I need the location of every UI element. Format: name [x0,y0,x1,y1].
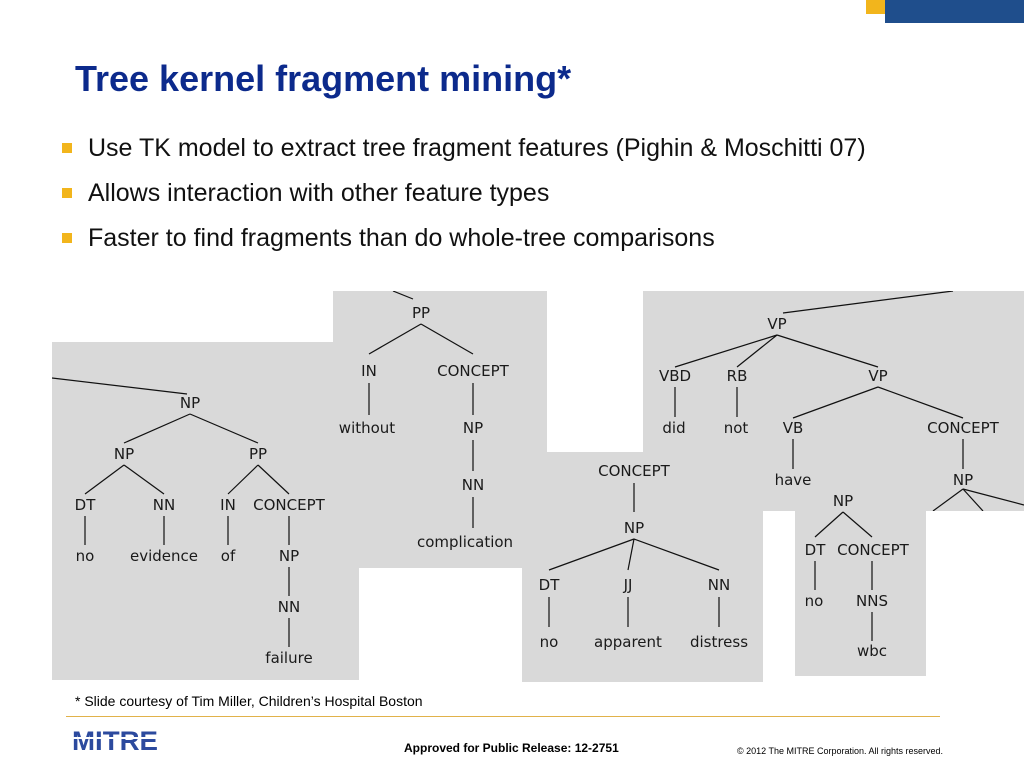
bullet-item: Allows interaction with other feature ty… [60,178,940,208]
bullet-square-icon [62,233,72,243]
node-nns: NNS [856,592,888,610]
node-np: NP [624,519,644,537]
bullet-text: Use TK model to extract tree fragment fe… [88,134,866,162]
node-nn: NN [708,576,730,594]
node-nn-inner: NN [278,598,300,616]
copyright-notice: © 2012 The MITRE Corporation. All rights… [737,746,944,756]
node-dt: DT [805,541,827,559]
word-wbc: wbc [857,642,887,660]
node-np: NP [833,492,853,510]
node-concept: CONCEPT [837,541,909,559]
header-bar [885,0,1024,23]
node-np-inner: NP [279,547,299,565]
word-have: have [775,471,812,489]
bullet-text: Faster to find fragments than do whole-t… [88,224,715,252]
node-pp: PP [412,304,430,322]
word-no: no [805,592,824,610]
word-distress: distress [690,633,748,651]
node-vp: VP [767,315,786,333]
slide-title: Tree kernel fragment mining* [75,58,572,99]
node-nn: NN [153,496,175,514]
node-np: NP [953,471,973,489]
node-np-left: NP [114,445,134,463]
node-in: IN [361,362,377,380]
footer-divider [66,716,940,717]
bullet-list: Use TK model to extract tree fragment fe… [60,133,940,268]
node-dt: DT [539,576,561,594]
node-np-root: NP [180,394,200,412]
word-no: no [540,633,559,651]
word-did: did [662,419,685,437]
node-np: NP [463,419,483,437]
svg-text:MITRE: MITRE [72,726,158,756]
mitre-logo: MITRE [72,726,160,756]
node-pp: PP [249,445,267,463]
word-no: no [76,547,95,565]
word-apparent: apparent [594,633,662,651]
node-dt: DT [75,496,97,514]
bullet-item: Faster to find fragments than do whole-t… [60,223,940,253]
bullet-square-icon [62,188,72,198]
footnote: * Slide courtesy of Tim Miller, Children… [75,693,423,709]
bullet-text: Allows interaction with other feature ty… [88,179,550,207]
node-concept: CONCEPT [598,462,670,480]
tree-fragment-no-evidence-of-failure: NP NP PP DT NN IN CONCEPT no evidence of… [52,342,359,680]
tree-fragment-without-complication: PP IN CONCEPT without NP NN complication [333,291,547,568]
word-complication: complication [417,533,513,551]
word-failure: failure [265,649,312,667]
word-of: of [221,547,236,565]
bullet-square-icon [62,143,72,153]
header-accent-block [866,0,885,14]
tree-fragment-no-apparent-distress: CONCEPT NP DT JJ NN no apparent distress [522,452,763,682]
approval-notice: Approved for Public Release: 12-2751 [404,741,619,755]
bullet-item: Use TK model to extract tree fragment fe… [60,133,940,163]
node-concept: CONCEPT [253,496,325,514]
node-concept: CONCEPT [927,419,999,437]
node-in: IN [220,496,236,514]
node-vb: VB [783,419,804,437]
word-not: not [724,419,749,437]
node-nn: NN [462,476,484,494]
node-concept: CONCEPT [437,362,509,380]
word-evidence: evidence [130,547,198,565]
node-vp-inner: VP [868,367,887,385]
node-rb: RB [727,367,748,385]
node-jj: JJ [623,576,633,594]
tree-fragment-no-wbc: NP DT CONCEPT no NNS wbc [795,487,926,676]
node-vbd: VBD [659,367,691,385]
word-without: without [339,419,396,437]
